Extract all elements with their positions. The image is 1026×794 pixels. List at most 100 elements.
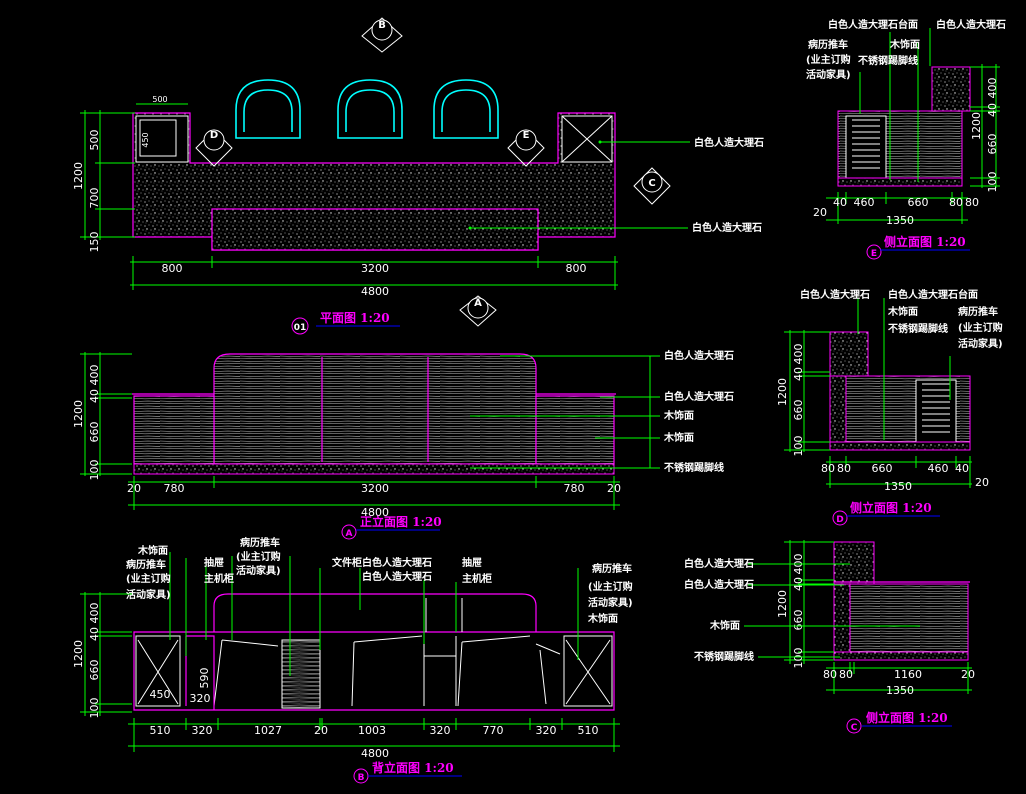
side-e-note-6: 木饰面: [889, 38, 920, 51]
side-c-note-1: 白色人造大理石: [684, 557, 754, 570]
side-elevation-d: 80 80 660 460 40 20 1350 400 40 660 100 …: [776, 288, 1003, 526]
back-dim-4800: 4800: [361, 747, 389, 760]
front-dim-780-right: 780: [564, 482, 585, 495]
back-elevation: 510 320 1027 20 1003 320 770 320 510 480…: [72, 536, 633, 784]
front-dim-20-left: 20: [127, 482, 141, 495]
front-note-1: 白色人造大理石: [664, 349, 734, 362]
side-c-note-4: 不锈钢踢脚线: [694, 650, 754, 663]
side-c-dim-v-100: 100: [792, 648, 805, 669]
back-note-left-7: 病历推车: [240, 536, 280, 549]
plan-view: B D E C A 800 3200 800 4800 500: [72, 17, 764, 335]
section-marker-d: D: [195, 129, 233, 167]
front-dim-4800: 4800: [361, 506, 389, 519]
side-e-dim-v-1200: 1200: [970, 112, 983, 140]
side-d-note-4: 不锈钢踢脚线: [888, 322, 948, 335]
side-e-note-2: 白色人造大理石: [936, 18, 1006, 31]
plan-dim-v-150: 150: [88, 232, 101, 253]
front-dim-v-40: 40: [88, 389, 101, 403]
plan-dim-box-500: 500: [152, 95, 167, 104]
side-d-note-5: 病历推车: [958, 305, 998, 318]
side-e-dim-v-660: 660: [986, 134, 999, 155]
front-note-5: 不锈钢踢脚线: [664, 461, 724, 474]
side-e-note-3: 病历推车: [808, 38, 848, 51]
marker-a-label: A: [474, 298, 482, 309]
front-title: 正立面图 1:20: [360, 514, 442, 529]
marker-d-label: D: [210, 130, 218, 141]
back-note-left-4: 活动家具): [126, 588, 171, 601]
plan-dim-800-left: 800: [162, 262, 183, 275]
side-e-note-1: 白色人造大理石台面: [828, 18, 918, 31]
marker-e-label: E: [523, 130, 530, 141]
side-e-dim-40: 40: [833, 196, 847, 209]
front-dim-v-660: 660: [88, 422, 101, 443]
back-dim-590: 590: [198, 668, 211, 689]
back-note-mid-5: 主机柜: [462, 572, 492, 585]
front-elevation: 20 780 3200 780 20 4800 400 40 660 100 1…: [72, 349, 734, 540]
section-marker-a: A: [459, 295, 497, 327]
side-e-title: 侧立面图 1:20: [884, 234, 966, 249]
side-d-title-badge: D: [836, 515, 843, 525]
side-elevation-e: 20 40 460 660 80 80 1350 400 40 660 100 …: [806, 18, 1006, 260]
cabinet-box-left: [135, 115, 189, 163]
front-dim-3200: 3200: [361, 482, 389, 495]
side-e-title-badge: E: [871, 249, 877, 259]
plan-dim-v-700: 700: [88, 188, 101, 209]
side-d-dim-v-100: 100: [792, 436, 805, 457]
plan-dim-box-450: 450: [141, 132, 150, 147]
back-note-left-3: (业主订购: [126, 572, 171, 585]
back-dim-v-1200: 1200: [72, 640, 85, 668]
front-note-3: 木饰面: [663, 409, 694, 422]
plan-dim-v-500: 500: [88, 130, 101, 151]
side-d-dim-80-b: 80: [837, 462, 851, 475]
side-c-note-3: 木饰面: [709, 619, 740, 632]
back-dim-320-c: 320: [536, 724, 557, 737]
back-dim-450: 450: [150, 688, 171, 701]
back-note-right-2: (业主订购: [588, 580, 633, 593]
side-e-note-5: 活动家具): [806, 68, 851, 81]
side-d-dim-v-40: 40: [792, 367, 805, 381]
back-title: 背立面图 1:20: [372, 760, 454, 775]
side-c-dim-80-b: 80: [839, 668, 853, 681]
back-dim-770: 770: [483, 724, 504, 737]
side-e-dim-660: 660: [908, 196, 929, 209]
front-note-4: 木饰面: [663, 431, 694, 444]
side-c-dim-v-1200: 1200: [776, 590, 789, 618]
side-e-dim-v-400: 400: [986, 78, 999, 99]
back-dim-320-b: 320: [430, 724, 451, 737]
front-dim-v-100: 100: [88, 460, 101, 481]
front-counter-plan: [211, 208, 539, 251]
side-c-dim-1350: 1350: [886, 684, 914, 697]
chair-icon: [433, 79, 499, 139]
back-note-left-1: 木饰面: [137, 544, 168, 557]
marker-b-label: B: [378, 20, 386, 31]
side-e-dim-80-b: 80: [965, 196, 979, 209]
side-e-dim-20: 20: [813, 206, 827, 219]
back-dim-1003: 1003: [358, 724, 386, 737]
side-e-dim-v-40: 40: [986, 103, 999, 117]
side-e-dim-80-a: 80: [949, 196, 963, 209]
back-dim-v-660: 660: [88, 660, 101, 681]
side-c-note-2: 白色人造大理石: [684, 578, 754, 591]
back-note-right-1: 病历推车: [592, 562, 632, 575]
side-e-note-4: (业主订购: [806, 53, 851, 66]
back-dim-320-a: 320: [192, 724, 213, 737]
back-note-mid-4: 抽屉: [462, 556, 482, 569]
back-dim-510-right: 510: [578, 724, 599, 737]
back-dim-510-left: 510: [150, 724, 171, 737]
front-dim-780-left: 780: [164, 482, 185, 495]
side-d-dim-80-a: 80: [821, 462, 835, 475]
plan-title-badge: 01: [294, 323, 307, 333]
side-c-title-badge: C: [851, 723, 858, 733]
back-dim-v-100: 100: [88, 698, 101, 719]
section-marker-e: E: [507, 129, 545, 167]
side-d-dim-v-660: 660: [792, 400, 805, 421]
side-d-note-2: 白色人造大理石台面: [888, 288, 978, 301]
side-e-dim-v-100: 100: [986, 172, 999, 193]
back-note-mid-2: 白色人造大理石: [362, 556, 432, 569]
plan-note-1: 白色人造大理石: [694, 136, 764, 149]
side-c-dim-20: 20: [961, 668, 975, 681]
back-dim-v-400: 400: [88, 603, 101, 624]
back-note-left-5: 抽屉: [204, 556, 224, 569]
side-elevation-c: 80 80 1160 20 1350 400 40 660 100 1200 白…: [684, 540, 975, 734]
back-note-mid-1: 文件柜: [332, 556, 362, 569]
